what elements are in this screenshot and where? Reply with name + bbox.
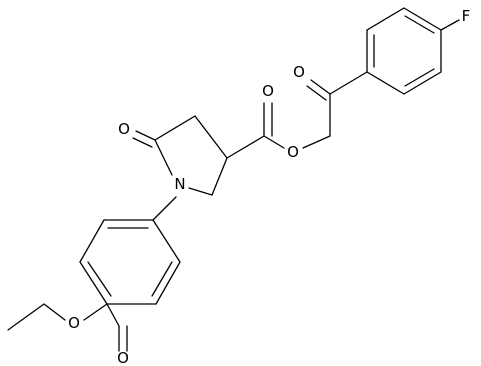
bond-ketone-co-b: [306, 85, 327, 101]
fluorophenyl-ring: [366, 7, 442, 95]
bond-lactam-co-a: [135, 130, 156, 141]
fluorine-atom-label: F: [462, 7, 471, 25]
bond-inner: [87, 261, 112, 297]
lactam-oxygen-label: O: [118, 120, 130, 138]
bond: [211, 157, 228, 196]
bond-ch2-o: [302, 135, 331, 149]
bond-o-ester-c: [263, 135, 285, 149]
bond: [154, 115, 196, 141]
bond-inner: [404, 15, 435, 34]
bond: [366, 71, 405, 95]
bond: [366, 7, 405, 31]
bond-c-f: [440, 19, 460, 31]
bond-n-aryl: [152, 196, 177, 221]
bond: [403, 71, 442, 95]
benzoate-ring: [79, 219, 181, 305]
ethyl-ester-oxygen-label: O: [68, 314, 80, 332]
bond-inner: [404, 68, 435, 87]
bond: [154, 139, 173, 176]
ester-carbonyl-oxygen-label: O: [262, 82, 274, 100]
bond-inner: [151, 261, 173, 297]
bond: [403, 7, 442, 31]
bond-ester-c-ring: [226, 135, 265, 159]
bond-ketone-co-a: [310, 79, 331, 95]
pyrrolidinone-ring: [154, 115, 228, 196]
bond: [155, 261, 181, 305]
bond-o-ch2: [43, 303, 66, 321]
ester-bridge-oxygen-label: O: [287, 143, 299, 161]
ethyl-carbonyl-oxygen-label: O: [117, 349, 129, 366]
bond: [188, 187, 213, 196]
ring-nitrogen-label: N: [174, 175, 185, 193]
bond: [79, 261, 108, 305]
bond: [194, 115, 228, 159]
bond: [79, 219, 105, 263]
bond-aryl-ketone: [329, 71, 368, 95]
bond-ch2-ch3: [7, 303, 45, 331]
ketone-oxygen-label: O: [293, 63, 305, 81]
bond-lactam-co-b: [132, 137, 153, 148]
bond: [152, 219, 181, 263]
bond-aryl-ester-c: [106, 303, 120, 327]
bond-ester-c-o: [83, 303, 108, 321]
